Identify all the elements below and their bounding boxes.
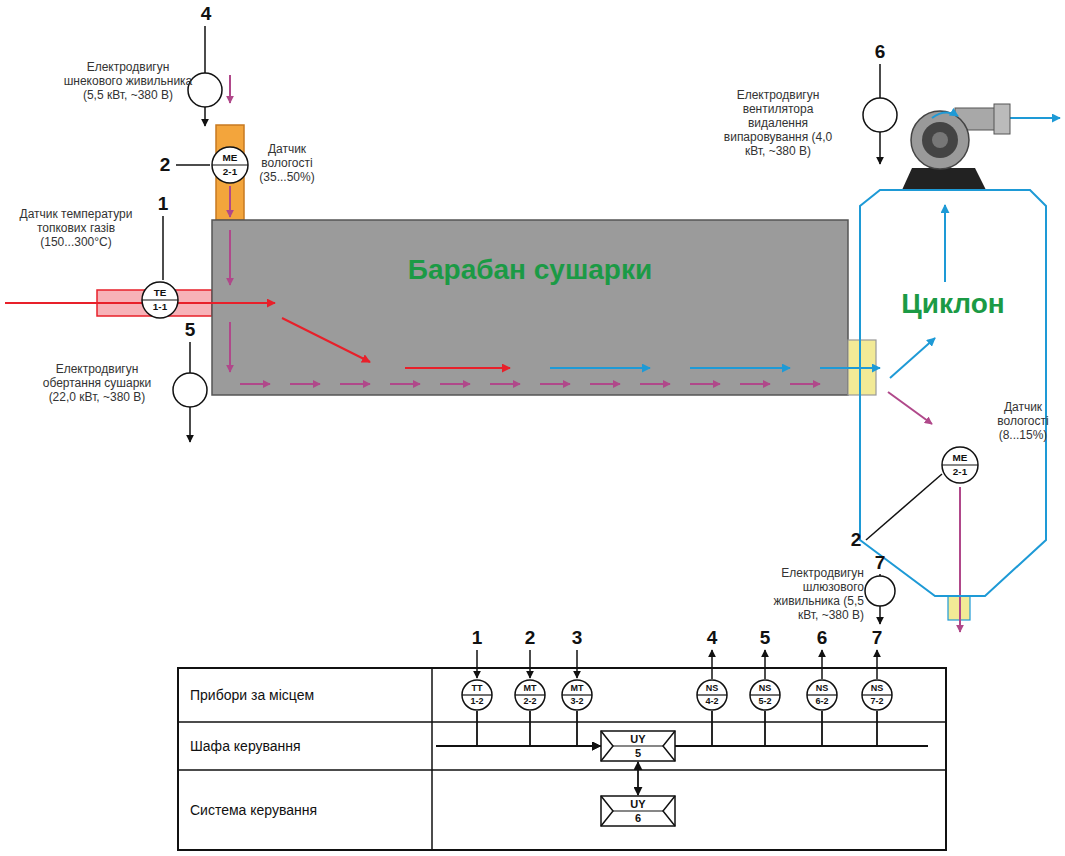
instrument-tag: 6 — [600, 812, 676, 824]
signal-line — [577, 711, 600, 746]
signal-line — [637, 762, 639, 795]
dryer-drum: Барабан сушарки — [212, 220, 848, 395]
device-note: Електродвигун вентилятора видалення випа… — [722, 88, 834, 158]
instrument-circle: TE 1-1 — [141, 281, 179, 319]
node-title: Барабан сушарки — [212, 254, 848, 286]
material-arrow — [440, 383, 470, 385]
instrument-tag: TE — [141, 287, 179, 299]
device-note: Датчик вологості (35...50%) — [250, 142, 324, 184]
node-outline — [858, 188, 1048, 598]
instrument-tag: 5 — [600, 747, 676, 759]
node-outline — [141, 281, 179, 319]
callout-number: 4 — [702, 628, 722, 648]
instrument-tag: 3-2 — [561, 696, 593, 707]
cyclone: ЦиклонME 2-1 — [858, 188, 1048, 598]
material-arrow — [790, 383, 820, 385]
callout-number: 3 — [567, 628, 587, 648]
instrument-tag: 2-2 — [514, 696, 546, 707]
instrument-tag: ME — [941, 452, 979, 464]
fan-symbol — [902, 104, 1010, 190]
callout-number: 4 — [196, 4, 216, 24]
device-note: Датчик вологості (8...15%) — [988, 400, 1058, 442]
leader-lines — [163, 165, 942, 540]
material-arrow — [390, 383, 420, 385]
instrument-tag: 1-2 — [461, 696, 493, 707]
controller-block: UY 6 — [600, 795, 676, 827]
instrument-tag: TT — [461, 683, 493, 694]
table-cell: Система керування — [190, 802, 426, 818]
instrument-circle: TT 1-2 — [461, 679, 493, 711]
callout-number: 7 — [867, 628, 887, 648]
table-cell: Прибори за місцем — [190, 687, 426, 703]
device-note: Електродвигун обертання сушарки (22,0 кВ… — [40, 362, 154, 404]
callout-number: 2 — [846, 530, 866, 550]
material-arrow — [590, 383, 620, 385]
instrument-tag: NS — [861, 683, 893, 694]
signal-line — [676, 711, 765, 746]
instrument-circle: ME 2-1 — [211, 146, 249, 184]
instrument-circle: NS 4-2 — [696, 679, 728, 711]
instrument-tag: 2-1 — [941, 466, 979, 478]
instrument-tag: 7-2 — [861, 696, 893, 707]
node-outline — [211, 146, 249, 184]
material-arrow — [690, 383, 720, 385]
instrument-circle: ME 2-1 — [941, 446, 979, 484]
callout-number: 6 — [812, 628, 832, 648]
material-arrow — [290, 383, 320, 385]
node-title: Циклон — [858, 288, 1048, 320]
instrument-tag: 5-2 — [749, 696, 781, 707]
material-arrow — [490, 383, 520, 385]
instrument-tag: NS — [806, 683, 838, 694]
callout-number: 5 — [755, 628, 775, 648]
drum-body — [212, 220, 848, 395]
material-arrow — [340, 383, 370, 385]
instrument-tag: MT — [561, 683, 593, 694]
control-table — [178, 650, 946, 850]
callout-number: 5 — [180, 320, 200, 340]
device-note: Електродвигун шлюзового живильника (5,5 … — [752, 566, 864, 622]
instrument-tag: 2-1 — [211, 166, 249, 178]
callout-number: 6 — [870, 42, 890, 62]
material-arrow — [740, 383, 770, 385]
material-arrow — [540, 383, 570, 385]
instrument-tag: MT — [514, 683, 546, 694]
signal-line — [477, 711, 600, 746]
material-arrow — [240, 383, 270, 385]
signal-line — [676, 711, 877, 746]
table-cell: Шафа керування — [190, 738, 426, 754]
instrument-circle: MT 2-2 — [514, 679, 546, 711]
node-outline — [212, 220, 848, 395]
callout-number: 1 — [153, 194, 173, 214]
signal-line — [676, 711, 822, 746]
instrument-tag: NS — [696, 683, 728, 694]
signal-line — [676, 711, 712, 746]
instrument-circle: NS 7-2 — [861, 679, 893, 711]
instrument-tag: 6-2 — [806, 696, 838, 707]
motor-symbols — [173, 26, 897, 624]
instrument-circle: MT 3-2 — [561, 679, 593, 711]
device-note: Електродвигун шнекового живильника (5,5 … — [62, 60, 194, 102]
node-outline — [941, 446, 979, 484]
instrument-tag: 1-1 — [141, 301, 179, 313]
callout-number: 7 — [870, 553, 890, 573]
instrument-tag: UY — [600, 733, 676, 745]
signal-line — [530, 711, 600, 746]
material-arrow — [640, 383, 670, 385]
instrument-tag: ME — [211, 152, 249, 164]
instrument-tag: 4-2 — [696, 696, 728, 707]
callout-number: 2 — [520, 628, 540, 648]
flow-arrows — [5, 75, 1060, 632]
controller-block: UY 5 — [600, 730, 676, 762]
callout-number: 2 — [155, 155, 175, 175]
instrument-circle: NS 5-2 — [749, 679, 781, 711]
instrument-tag: NS — [749, 683, 781, 694]
device-note: Датчик температури топкових газів (150..… — [5, 207, 147, 249]
instrument-circle: NS 6-2 — [806, 679, 838, 711]
instrument-tag: UY — [600, 798, 676, 810]
callout-number: 1 — [467, 628, 487, 648]
